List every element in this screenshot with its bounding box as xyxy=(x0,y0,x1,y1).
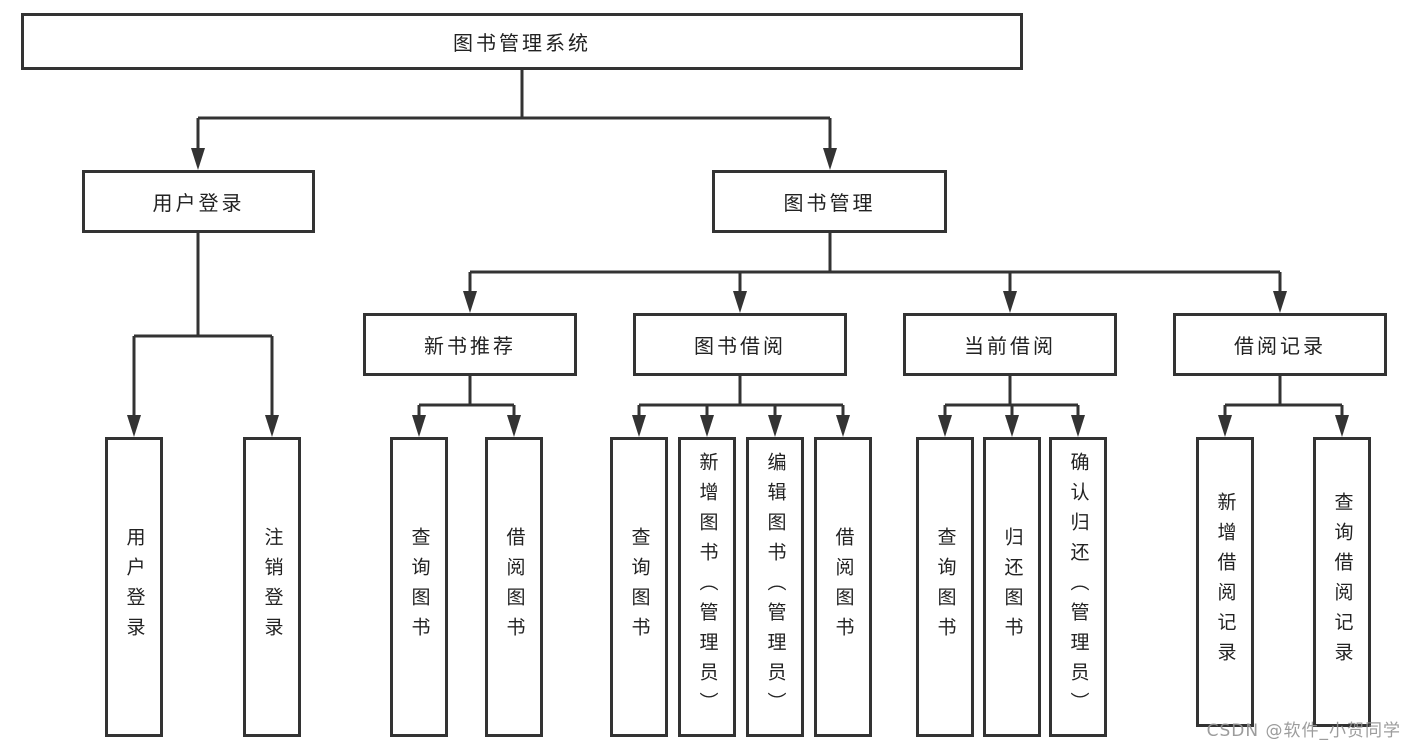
arrowhead xyxy=(768,415,782,437)
leaf-label: 注销登录 xyxy=(261,527,284,647)
arrowhead xyxy=(836,415,850,437)
arrowhead xyxy=(733,291,747,313)
node-label: 图书管理系统 xyxy=(453,31,591,55)
leaf-add-books-admin: 新增图书（管理员） xyxy=(678,437,736,737)
leaf-label: 确认归还（管理员） xyxy=(1067,452,1090,722)
leaf-label: 查询图书 xyxy=(934,527,957,647)
leaf-label: 查询图书 xyxy=(628,527,651,647)
arrowhead xyxy=(700,415,714,437)
arrowhead xyxy=(1071,415,1085,437)
leaf-label: 借阅图书 xyxy=(503,527,526,647)
leaf-label: 用户登录 xyxy=(123,527,146,647)
leaf-label: 借阅图书 xyxy=(832,527,855,647)
leaf-label: 新增图书（管理员） xyxy=(696,452,719,722)
leaf-label: 归还图书 xyxy=(1001,527,1024,647)
leaf-label: 查询借阅记录 xyxy=(1331,492,1354,672)
node-label: 图书借阅 xyxy=(694,334,786,358)
node-library-management-system: 图书管理系统 xyxy=(21,13,1023,70)
arrowhead xyxy=(1273,291,1287,313)
arrowhead xyxy=(507,415,521,437)
leaf-label: 查询图书 xyxy=(408,527,431,647)
arrowhead xyxy=(632,415,646,437)
node-new-book-recommendation: 新书推荐 xyxy=(363,313,577,376)
leaf-add-borrow-record: 新增借阅记录 xyxy=(1196,437,1254,727)
leaf-return-books: 归还图书 xyxy=(983,437,1041,737)
arrowhead xyxy=(938,415,952,437)
leaf-query-borrow-record: 查询借阅记录 xyxy=(1313,437,1371,727)
arrowhead xyxy=(1005,415,1019,437)
arrowhead xyxy=(265,415,279,437)
arrowhead xyxy=(412,415,426,437)
leaf-query-books-1: 查询图书 xyxy=(390,437,448,737)
arrowhead xyxy=(463,291,477,313)
node-user-login: 用户登录 xyxy=(82,170,315,233)
leaf-confirm-return-admin: 确认归还（管理员） xyxy=(1049,437,1107,737)
arrowhead xyxy=(1335,415,1349,437)
leaf-label: 编辑图书（管理员） xyxy=(764,452,787,722)
arrowhead xyxy=(191,148,205,170)
leaf-query-books-2: 查询图书 xyxy=(610,437,668,737)
node-book-management: 图书管理 xyxy=(712,170,947,233)
node-label: 用户登录 xyxy=(152,191,245,215)
arrowhead xyxy=(127,415,141,437)
leaf-borrow-books-2: 借阅图书 xyxy=(814,437,872,737)
arrowhead xyxy=(823,148,837,170)
node-borrowing-records: 借阅记录 xyxy=(1173,313,1387,376)
node-label: 图书管理 xyxy=(783,191,876,215)
leaf-query-books-3: 查询图书 xyxy=(916,437,974,737)
node-label: 当前借阅 xyxy=(964,334,1056,358)
leaf-logout: 注销登录 xyxy=(243,437,301,737)
node-current-borrowing: 当前借阅 xyxy=(903,313,1117,376)
node-book-borrowing: 图书借阅 xyxy=(633,313,847,376)
node-label: 新书推荐 xyxy=(424,334,516,358)
node-label: 借阅记录 xyxy=(1234,334,1326,358)
arrowhead xyxy=(1003,291,1017,313)
leaf-edit-books-admin: 编辑图书（管理员） xyxy=(746,437,804,737)
leaf-label: 新增借阅记录 xyxy=(1214,492,1237,672)
leaf-user-login: 用户登录 xyxy=(105,437,163,737)
arrowhead xyxy=(1218,415,1232,437)
leaf-borrow-books-1: 借阅图书 xyxy=(485,437,543,737)
csdn-watermark: CSDN @软件_小贺同学 xyxy=(1206,721,1401,741)
